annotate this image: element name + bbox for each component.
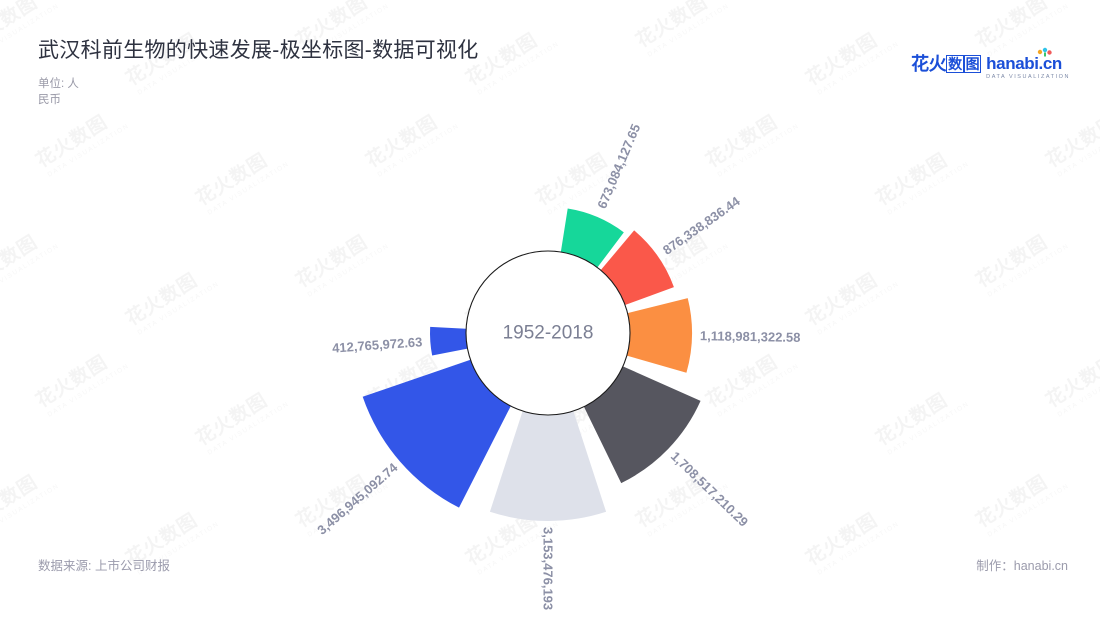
- chart-unit-subtitle: 单位: 人民币: [38, 78, 79, 106]
- polar-bar[interactable]: 673,084,127.65: [560, 208, 624, 268]
- logo-tagline: DATA VISUALIZATION: [986, 74, 1070, 80]
- polar-bar[interactable]: 3,153,476,193: [489, 410, 607, 521]
- chart-header: 武汉科前生物的快速发展-极坐标图-数据可视化 单位: 人民币: [38, 34, 479, 108]
- polar-bar[interactable]: 1,118,981,322.58: [626, 298, 692, 373]
- polar-bar-value-label: 1,708,517,210.29: [668, 448, 751, 529]
- logo-latin-block: hanabi.cn DATA VISUALIZATION: [986, 47, 1070, 80]
- logo-domain-text: hanabi.cn: [986, 54, 1062, 73]
- logo-cn-shu: 数: [946, 55, 964, 73]
- page-title: 武汉科前生物的快速发展-极坐标图-数据可视化: [38, 39, 479, 62]
- polar-bar[interactable]: 412,765,972.63: [429, 326, 468, 356]
- polar-bar-value-label: 876,338,836.44: [660, 193, 743, 258]
- polar-bar[interactable]: 1,708,517,210.29: [583, 366, 701, 484]
- polar-bar-group: 673,084,127.65876,338,836.441,118,981,32…: [362, 208, 701, 521]
- center-range-label: 1952-2018: [503, 323, 594, 344]
- polar-bar[interactable]: 3,496,945,092.74: [362, 359, 511, 508]
- inner-circle-outline: [465, 250, 631, 416]
- polar-bar-value-label: 3,153,476,193: [541, 527, 556, 610]
- polar-bar-value-label: 1,118,981,322.58: [700, 328, 801, 345]
- logo-cn-tu: 图: [963, 55, 982, 73]
- logo-cn-huahuo: 花火: [911, 54, 947, 74]
- polar-bar-value-label: 3,496,945,092.74: [314, 459, 401, 537]
- polar-bar[interactable]: 876,338,836.44: [600, 230, 674, 305]
- polar-bar-value-label: 673,084,127.65: [594, 122, 643, 211]
- polar-bar-value-label: 412,765,972.63: [332, 334, 423, 355]
- data-source-note: 数据来源: 上市公司财报: [38, 559, 170, 573]
- sparkle-icon: [1037, 47, 1052, 57]
- hanabi-logo: 花火数图 hanabi.cn DATA VISUALIZATION: [911, 47, 1070, 80]
- logo-chinese-text: 花火数图: [911, 54, 982, 74]
- credit-note: 制作：hanabi.cn: [976, 559, 1068, 573]
